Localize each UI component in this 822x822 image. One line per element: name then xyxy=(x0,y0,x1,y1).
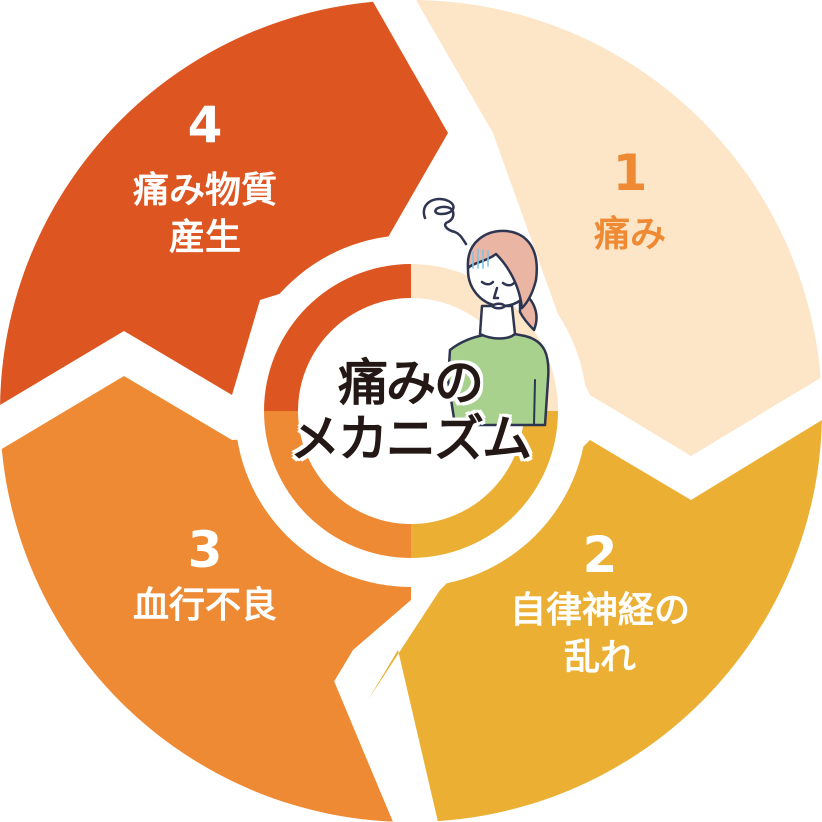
step-3-label: 3 血行不良 xyxy=(80,525,330,630)
step-1-text: 痛み xyxy=(593,214,666,255)
center-title: 痛みの メカニズム xyxy=(250,355,570,467)
step-4-text-line2: 産生 xyxy=(168,216,241,258)
woman-headache-illustration xyxy=(422,197,550,427)
step-4-text-line1: 痛み物質 xyxy=(132,170,277,211)
step-1-label: 1 痛み xyxy=(560,148,700,259)
step-2-number: 2 xyxy=(582,526,618,584)
step-2-text-line2: 乱れ xyxy=(563,636,636,678)
dizzy-swirl-icon xyxy=(422,197,468,246)
step-2-label: 2 自律神経の 乱れ xyxy=(460,530,740,682)
step-3-text: 血行不良 xyxy=(132,585,277,626)
step-3-number: 3 xyxy=(187,521,223,579)
center-title-line1: 痛みの xyxy=(338,354,484,412)
step-4-number: 4 xyxy=(187,96,223,154)
step-1-number: 1 xyxy=(612,144,648,202)
step-4-label: 4 痛み物質 産生 xyxy=(80,100,330,262)
center-title-line2: メカニズム xyxy=(290,410,532,468)
step-2-text-line1: 自律神経の xyxy=(509,590,690,631)
